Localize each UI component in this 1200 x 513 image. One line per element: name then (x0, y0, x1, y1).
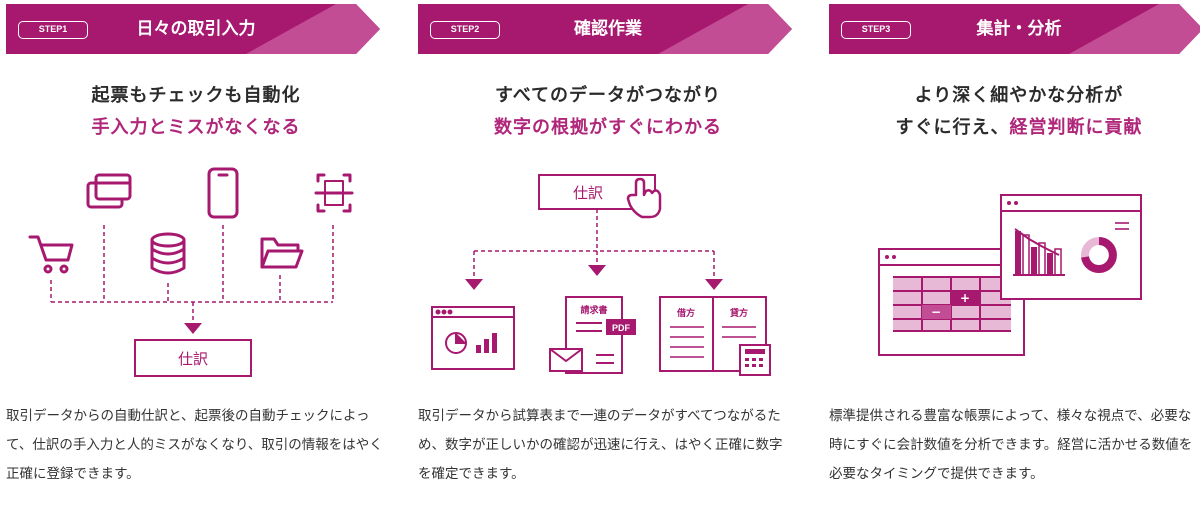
step-1-panel: STEP1 日々の取引入力 起票もチェックも自動化 手入力とミスがなくなる (6, 0, 386, 513)
cart-icon (28, 235, 74, 274)
heading-line-2-dark: すぐに行え、 (895, 117, 1010, 138)
invoice-label: 請求書 (580, 304, 607, 316)
step-heading: 起票もチェックも自動化 手入力とミスがなくなる (6, 80, 386, 144)
step-2-banner: STEP2 確認作業 (418, 4, 792, 54)
smartphone-icon (207, 167, 239, 219)
highlight-cell-plus (951, 291, 980, 305)
step-title: 日々の取引入力 (136, 19, 256, 39)
pointer-hand-icon (626, 177, 662, 219)
journal-box-label: 仕訳 (573, 184, 603, 202)
heading-line-2-pink: 経営判断に貢献 (1009, 117, 1143, 138)
banner-arrow-shape (418, 4, 792, 54)
chart-window-icon (1000, 194, 1142, 300)
minus-symbol: − (931, 305, 941, 319)
credit-label: 貸方 (730, 307, 748, 319)
step-heading: より深く細やかな分析が すぐに行え、経営判断に貢献 (829, 80, 1200, 144)
step-3-banner: STEP3 集計・分析 (829, 4, 1200, 54)
banner-arrow-shape (829, 4, 1200, 54)
invoice-document-icon: 請求書 PDF (549, 296, 636, 374)
heading-line-2: すぐに行え、経営判断に貢献 (829, 112, 1200, 144)
step-3-illustration: + − (878, 194, 1142, 356)
heading-line-1: 起票もチェックも自動化 (91, 85, 301, 106)
scan-icon (314, 173, 354, 213)
step-heading: すべてのデータがつながり 数字の根拠がすぐにわかる (418, 80, 798, 144)
step-title: 確認作業 (574, 19, 642, 39)
banner-arrow-shape (6, 4, 380, 54)
highlight-cell-minus (922, 305, 951, 319)
calculator-icon (739, 344, 771, 376)
envelope-icon (549, 348, 583, 372)
step-2-panel: STEP2 確認作業 すべてのデータがつながり 数字の根拠がすぐにわかる 仕訳 (418, 0, 798, 513)
step-description: 取引データからの自動仕訳と、起票後の自動チェックによって、仕訳の手入力と人的ミス… (6, 408, 383, 482)
heading-line-1: より深く細やかな分析が (914, 85, 1124, 106)
step-2-illustration: 仕訳 請求書 (431, 174, 771, 376)
step-title: 集計・分析 (976, 19, 1062, 39)
heading-line-1: すべてのデータがつながり (494, 85, 722, 106)
database-icon (150, 232, 186, 275)
pdf-label: PDF (612, 323, 631, 333)
step-3-panel: STEP3 集計・分析 より深く細やかな分析が すぐに行え、経営判断に貢献 (829, 0, 1200, 513)
debit-label: 借方 (676, 307, 695, 319)
heading-line-2: 数字の根拠がすぐにわかる (494, 117, 722, 138)
step-description: 標準提供される豊富な帳票によって、様々な視点で、必要な時にすぐに会計数値を分析で… (829, 408, 1193, 482)
donut-chart-icon (1081, 237, 1117, 273)
step-badge: STEP1 (18, 21, 88, 39)
step-badge: STEP2 (430, 21, 500, 39)
ledger-book-icon (659, 296, 767, 372)
heading-line-2: 手入力とミスがなくなる (91, 117, 301, 138)
folder-icon (260, 237, 304, 269)
step-description: 取引データから試算表まで一連のデータがすべてつながるため、数字が正しいかの確認が… (418, 408, 783, 482)
plus-symbol: + (960, 291, 970, 305)
report-window-icon (431, 306, 515, 370)
journal-box-label: 仕訳 (178, 350, 208, 368)
bar-chart-icon (1013, 228, 1065, 276)
journal-box (134, 339, 252, 377)
step-badge: STEP3 (841, 21, 911, 39)
spreadsheet-window-icon: + − (878, 248, 1025, 356)
step-1-illustration: 仕訳 (28, 167, 354, 377)
card-icon (86, 173, 132, 209)
step-1-banner: STEP1 日々の取引入力 (6, 4, 380, 54)
